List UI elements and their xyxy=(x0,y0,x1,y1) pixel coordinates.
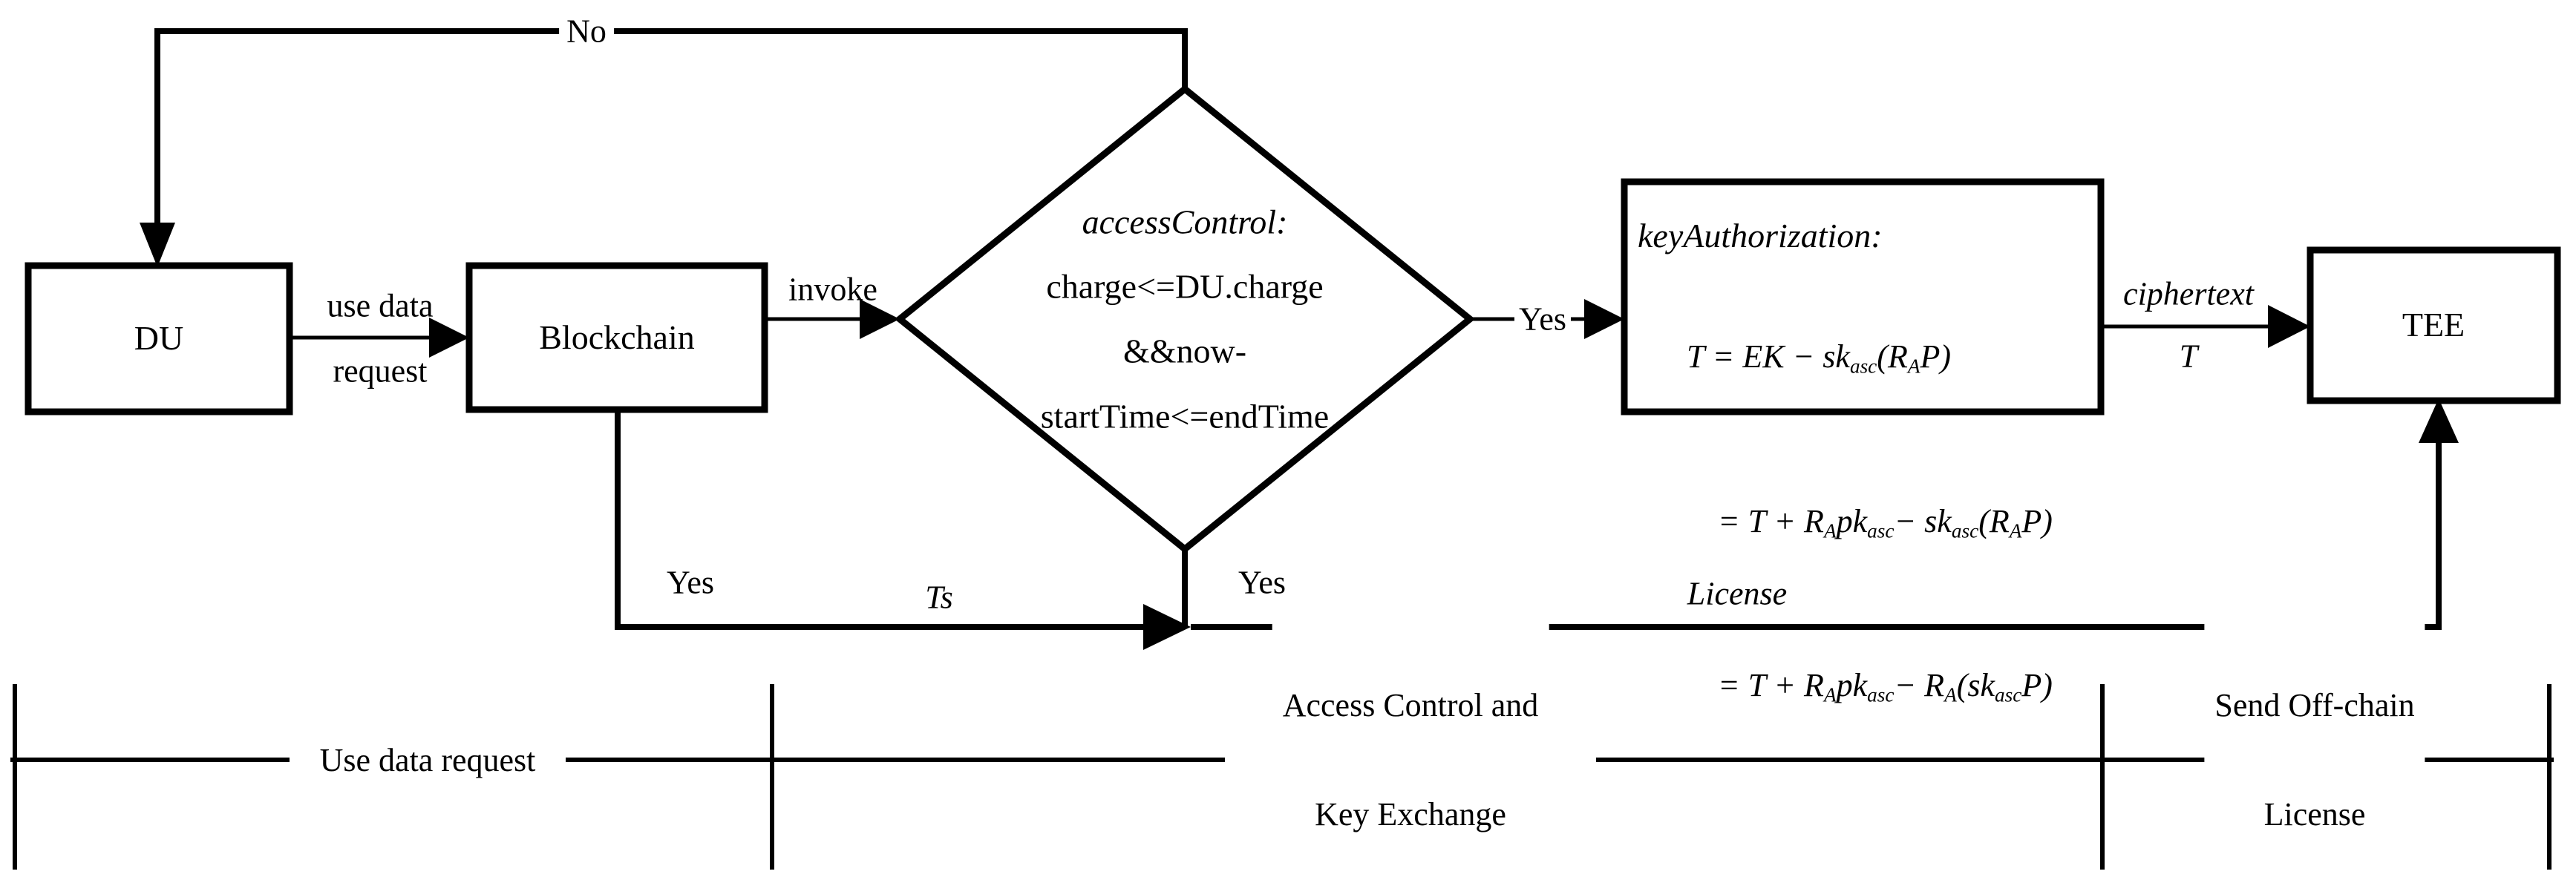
access-control-content: accessControl: charge<=DU.charge &&now- … xyxy=(955,176,1415,462)
arrowhead-no-to-du xyxy=(140,223,175,267)
arrowhead-ts-to-junction xyxy=(1143,604,1191,650)
edge-label-yes-diamond-bottom: Yes xyxy=(1238,564,1287,601)
edge-label-use-data-request-line-2: request xyxy=(333,352,428,390)
eq1-lhs: T = EK − sk xyxy=(1687,338,1850,375)
access-control-line-2: &&now- xyxy=(1122,332,1247,370)
access-control-line-3: startTime<=endTime xyxy=(1040,397,1330,436)
arrowhead-license-to-tee xyxy=(2419,398,2459,443)
timeline-phase-label-2: Access Control and Key Exchange xyxy=(1272,613,1549,877)
timeline-phase-1-line-1: Use data request xyxy=(319,741,536,778)
eq2-close: P) xyxy=(2021,502,2053,539)
eq1-sub2: A xyxy=(1907,355,1920,378)
timeline-phase-label-3: Send Off-chain License xyxy=(2204,613,2425,877)
arrowhead-invoke xyxy=(860,299,900,339)
edge-label-ciphertext-line-2: T xyxy=(2179,338,2198,375)
du-label: DU xyxy=(134,319,184,358)
key-authorization-equation-2: = T + RApkasc− skasc(RAP) xyxy=(1638,466,2105,579)
eq2-head: = T + R xyxy=(1718,502,1824,539)
eq2-sub-asc: asc xyxy=(1867,519,1895,542)
edge-label-use-data-request-line-1: use data xyxy=(327,287,434,324)
edge-label-license: License xyxy=(1687,575,1788,612)
eq3-minus: − R xyxy=(1894,667,1945,704)
eq3-sub-a: A xyxy=(1823,683,1837,706)
edge-yes-ts xyxy=(615,410,1147,630)
edge-label-ciphertext-line-1: ciphertext xyxy=(2123,275,2254,312)
blockchain-label: Blockchain xyxy=(539,318,695,357)
eq2-sub-a-2: A xyxy=(2009,519,2022,542)
timeline-phase-2-line-1: Access Control and xyxy=(1282,686,1539,723)
eq2-mid: pk xyxy=(1836,502,1868,539)
edge-label-no: No xyxy=(559,13,614,50)
eq3-sub-a-2: A xyxy=(1944,683,1957,706)
tee-box xyxy=(2307,246,2561,404)
du-box xyxy=(24,262,293,415)
eq1-rhs: (R xyxy=(1877,338,1908,375)
timeline-phase-2-line-2: Key Exchange xyxy=(1315,796,1506,833)
edge-label-ts: Ts xyxy=(925,579,953,616)
key-authorization-title: keyAuthorization: xyxy=(1638,216,1883,254)
key-authorization-content: keyAuthorization: T = EK − skasc(RAP) = … xyxy=(1638,190,2105,769)
key-authorization-box xyxy=(1621,178,2105,415)
access-control-title: accessControl: xyxy=(1082,203,1288,241)
eq3-sub-asc: asc xyxy=(1867,683,1895,706)
eq2-sub-asc-2: asc xyxy=(1951,519,1979,542)
edge-license xyxy=(1191,423,2442,630)
edge-no-loop xyxy=(154,28,1188,245)
timeline-phase-3-line-1: Send Off-chain xyxy=(2214,686,2415,723)
arrowhead-yes-to-keyauth xyxy=(1584,299,1624,339)
arrowhead-ciphertext-to-tee xyxy=(2268,305,2310,348)
eq3-mid: pk xyxy=(1836,667,1868,704)
edge-label-yes-right: Yes xyxy=(1514,300,1572,338)
eq3-head: = T + R xyxy=(1718,667,1824,704)
access-control-line-1: charge<=DU.charge xyxy=(1046,267,1324,306)
arrowhead-du-to-blockchain xyxy=(429,318,469,358)
timeline-phase-label-1: Use data request xyxy=(309,668,546,852)
timeline-phase-3-line-2: License xyxy=(2263,796,2366,833)
edge-label-yes-blockchain: Yes xyxy=(666,564,715,601)
eq1-tail: P) xyxy=(1920,338,1952,375)
eq1-sub: asc xyxy=(1849,355,1877,378)
edge-label-invoke: invoke xyxy=(788,271,877,308)
eq3-sub-asc-2: asc xyxy=(1995,683,2022,706)
eq2-minus: − sk xyxy=(1894,502,1952,539)
key-authorization-equation-1: T = EK − skasc(RAP) xyxy=(1638,302,2105,415)
tee-label: TEE xyxy=(2402,306,2465,344)
eq3-close: P) xyxy=(2021,667,2053,704)
eq2-sub-a: A xyxy=(1823,519,1837,542)
eq2-open: (R xyxy=(1978,502,2010,539)
key-authorization-equation-3: = T + RApkasc− RA(skascP) xyxy=(1638,631,2105,743)
eq3-open: (sk xyxy=(1956,667,1995,704)
